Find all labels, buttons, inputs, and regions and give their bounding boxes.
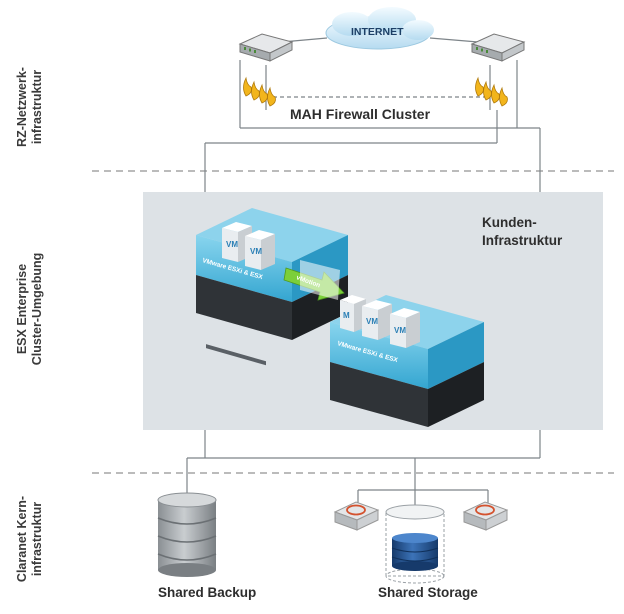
section-claranet-line1: Claranet Kern- xyxy=(15,495,29,583)
section-claranet-line2: infrastruktur xyxy=(30,501,44,577)
customer-infrastructure-label: Kunden- Infrastruktur xyxy=(482,214,562,250)
esx-host-left xyxy=(196,208,348,366)
shared-storage-label: Shared Storage xyxy=(378,585,478,600)
firewall-right-icon xyxy=(475,76,508,107)
vmotion-arrow-icon xyxy=(283,260,345,301)
customer-label-line1: Kunden- xyxy=(482,215,537,230)
section-network-line1: RZ-Netzwerk- xyxy=(15,67,29,147)
vm-label-2: VM xyxy=(250,247,262,256)
internet-cloud-icon xyxy=(325,7,434,50)
vm-label-3: M xyxy=(343,311,350,320)
vm-box-right-group xyxy=(340,295,420,348)
esx-host-right xyxy=(330,295,484,427)
vm-box-left-group xyxy=(222,222,275,270)
shared-backup-label: Shared Backup xyxy=(158,585,257,600)
section-esx-line1: ESX Enterprise xyxy=(15,263,29,355)
router-right-icon xyxy=(470,33,526,62)
firewall-left-icon xyxy=(243,76,276,107)
firewall-cluster-label: MAH Firewall Cluster xyxy=(290,106,431,122)
section-esx-line2: Cluster-Umgebung xyxy=(30,252,44,366)
section-label-claranet: Claranet Kern- infrastruktur xyxy=(15,464,45,614)
network-wiring xyxy=(204,37,541,192)
customer-label-line2: Infrastruktur xyxy=(482,233,563,248)
shared-backup-icon xyxy=(157,492,217,577)
section-network-line2: infrastruktur xyxy=(30,69,44,145)
storage-controller-left-icon xyxy=(333,501,380,531)
vm-label-4: VM xyxy=(366,317,378,326)
section-label-network: RZ-Netzwerk- infrastruktur xyxy=(15,42,45,172)
shared-storage-icon xyxy=(385,504,445,584)
vm-label-1: VM xyxy=(226,240,238,249)
storage-controller-right-icon xyxy=(462,501,509,531)
internet-label: INTERNET xyxy=(351,26,404,38)
router-left-icon xyxy=(238,33,294,62)
vm-label-5: VM xyxy=(394,326,406,335)
section-label-esx: ESX Enterprise Cluster-Umgebung xyxy=(15,224,45,394)
storage-wiring xyxy=(186,430,541,505)
